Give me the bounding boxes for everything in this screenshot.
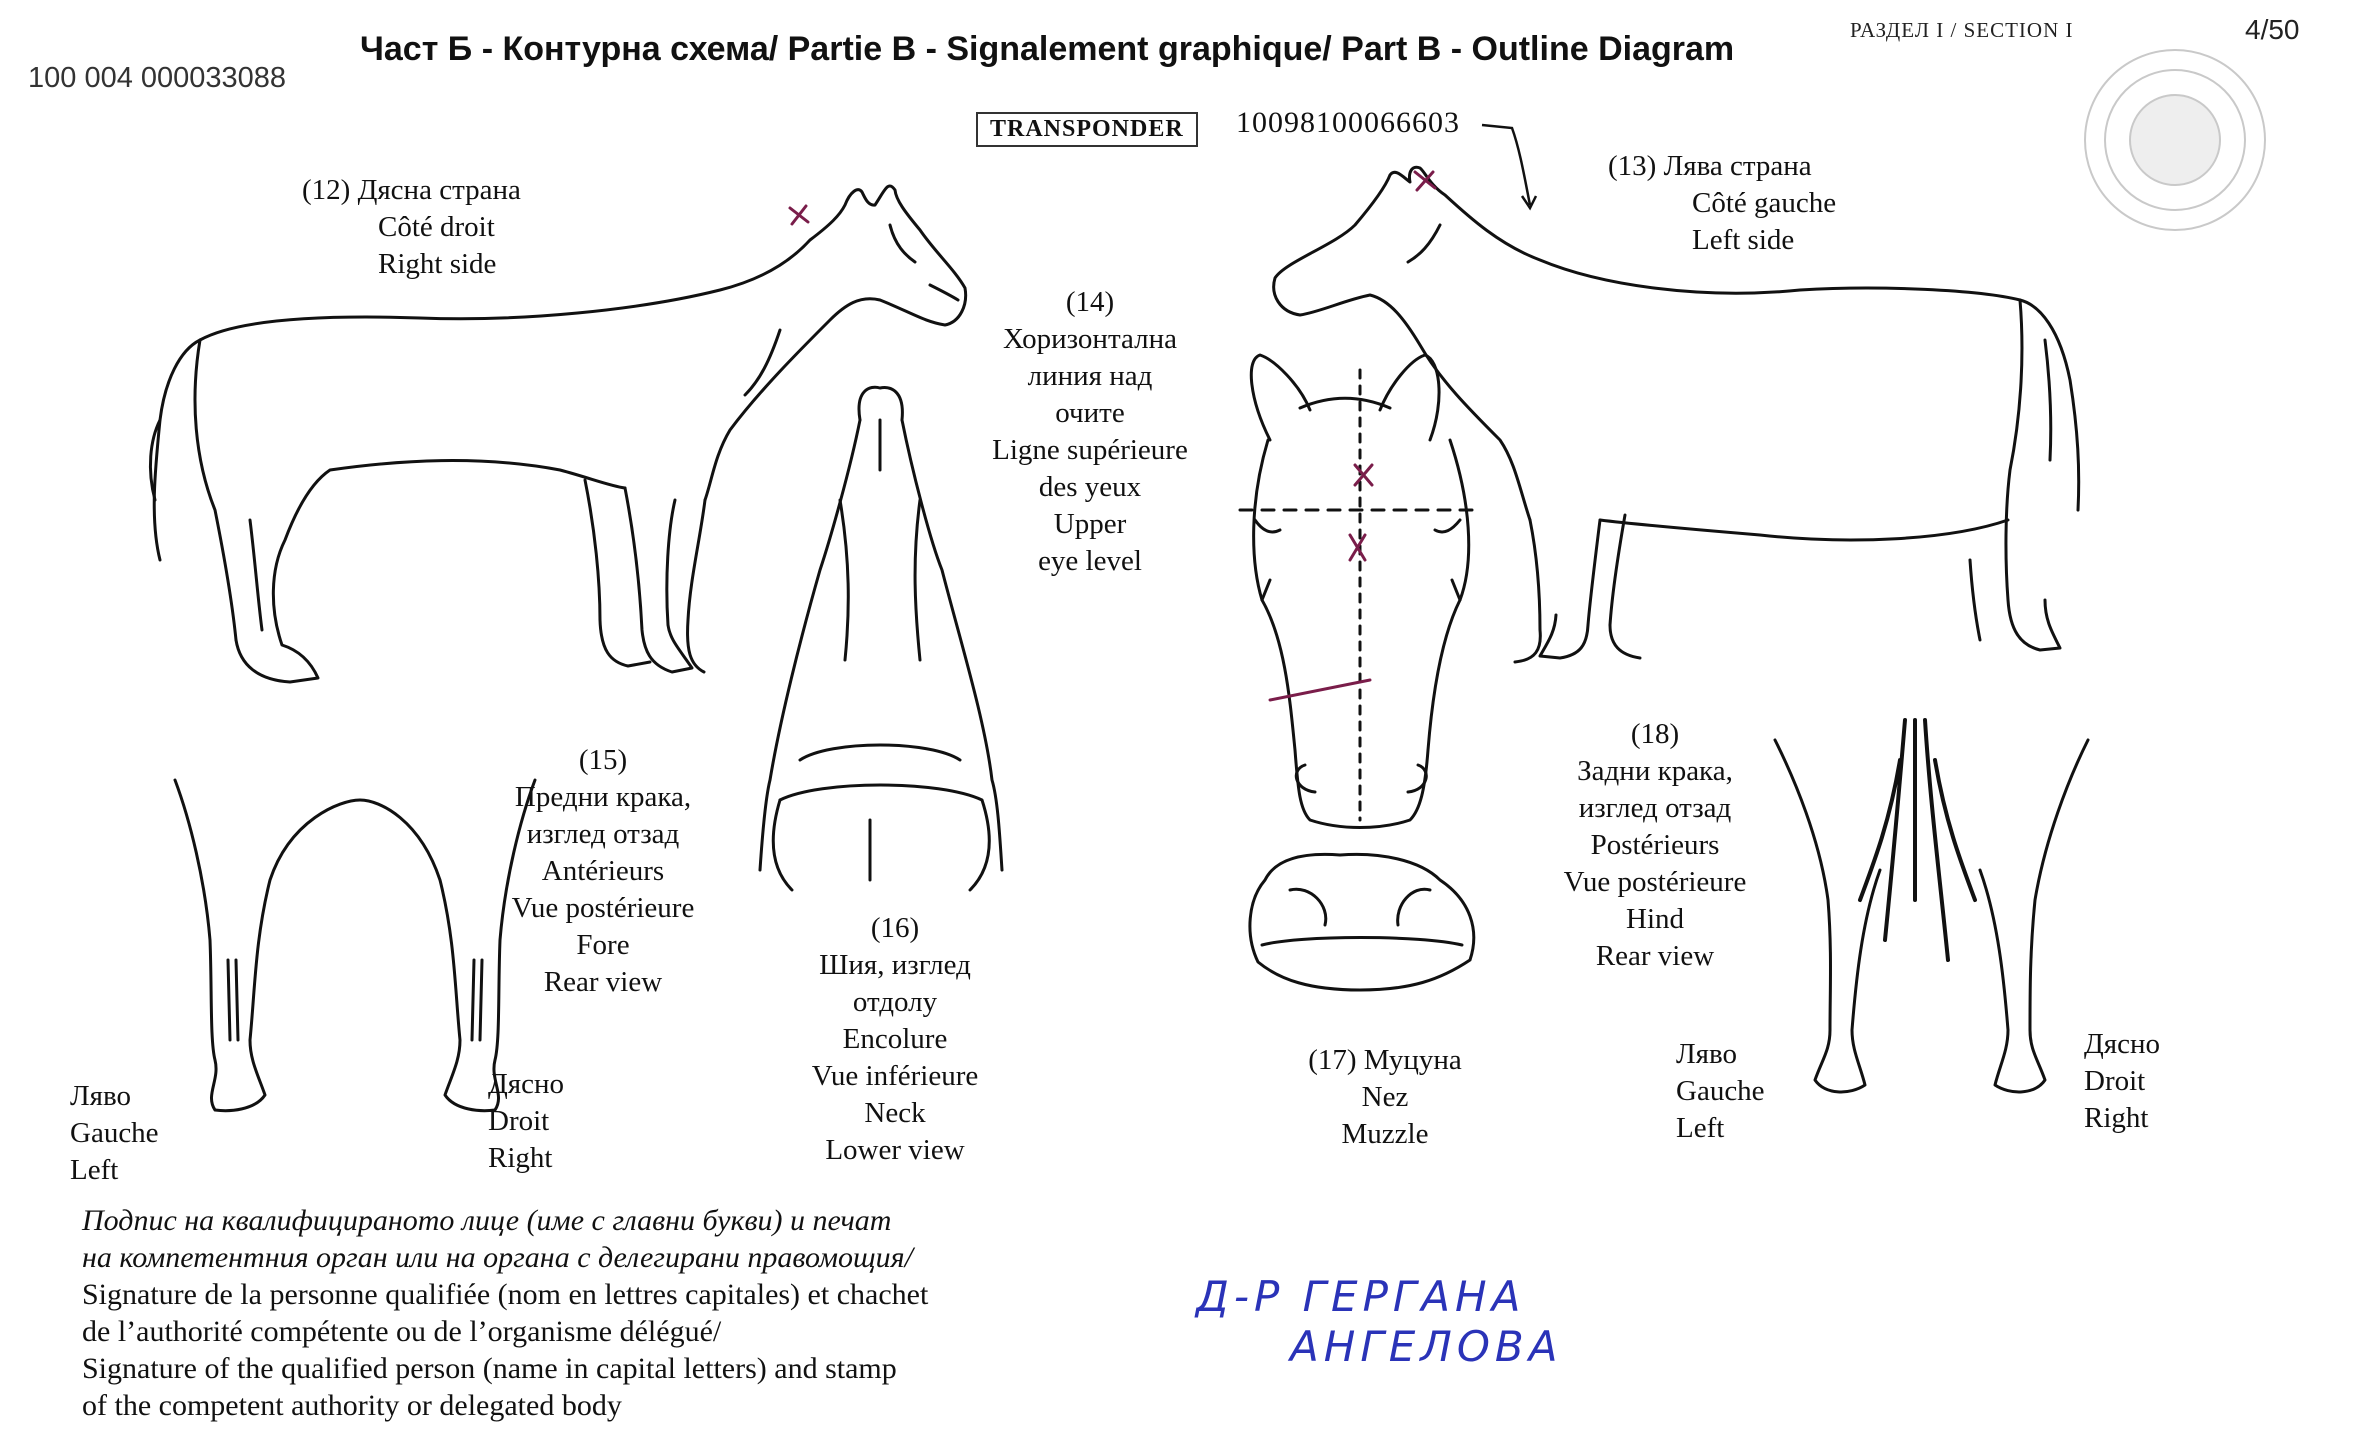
document-serial-number: 100 004 000033088: [28, 62, 287, 94]
fore-legs-rear-view-outline: [173, 778, 537, 1113]
transponder-pointer-line: [1481, 123, 1532, 206]
muzzle-outline: [1248, 852, 1476, 992]
label-hind-right: Дясно Droit Right: [2084, 1028, 2161, 1134]
label-eye-level: (14) Хоризонтална линия над очите Ligne …: [992, 286, 1188, 577]
label-hind-left: Ляво Gauche Left: [1676, 1038, 1765, 1144]
section-label: РАЗДЕЛ I / SECTION I: [1850, 18, 2074, 42]
label-right-side: (12) Дясна страна Côté droit Right side: [302, 174, 521, 280]
hind-legs-rear-view-outline: [1773, 718, 2090, 1094]
label-muzzle: (17) Муцуна Nez Muzzle: [1308, 1044, 1462, 1150]
horse-left-side-outline: [1272, 165, 2081, 664]
label-left-side: (13) Лява страна Côté gauche Left side: [1608, 150, 1837, 256]
seal-watermark: [2084, 49, 2266, 231]
label-fore-legs: (15) Предни крака, изглед отзад Antérieu…: [511, 744, 695, 998]
label-fore-right: Дясно Droit Right: [488, 1068, 565, 1174]
page-title: Част Б - Контурна схема/ Partie B - Sign…: [360, 30, 1735, 68]
label-hind-legs: (18) Задни крака, изглед отзад Postérieu…: [1563, 718, 1747, 972]
transponder-number: 10098100066603: [1236, 106, 1460, 139]
handwritten-name-line2: АНГЕЛОВА: [1290, 1322, 1563, 1371]
head-front-view-outline: [1238, 353, 1482, 829]
page-number: 4/50: [2245, 14, 2300, 45]
signature-instructions: Подпис на квалифицираното лице (име с гл…: [82, 1204, 929, 1422]
label-neck: (16) Шия, изглед отдолу Encolure Vue inf…: [811, 912, 979, 1166]
horse-right-side-outline: [148, 184, 968, 684]
transponder-label-box: TRANSPONDER: [976, 112, 1198, 147]
label-fore-left: Ляво Gauche Left: [70, 1080, 159, 1186]
handwritten-name-line1: Д-Р ГЕРГАНА: [1196, 1272, 1526, 1321]
neck-lower-view-outline: [758, 385, 1004, 892]
